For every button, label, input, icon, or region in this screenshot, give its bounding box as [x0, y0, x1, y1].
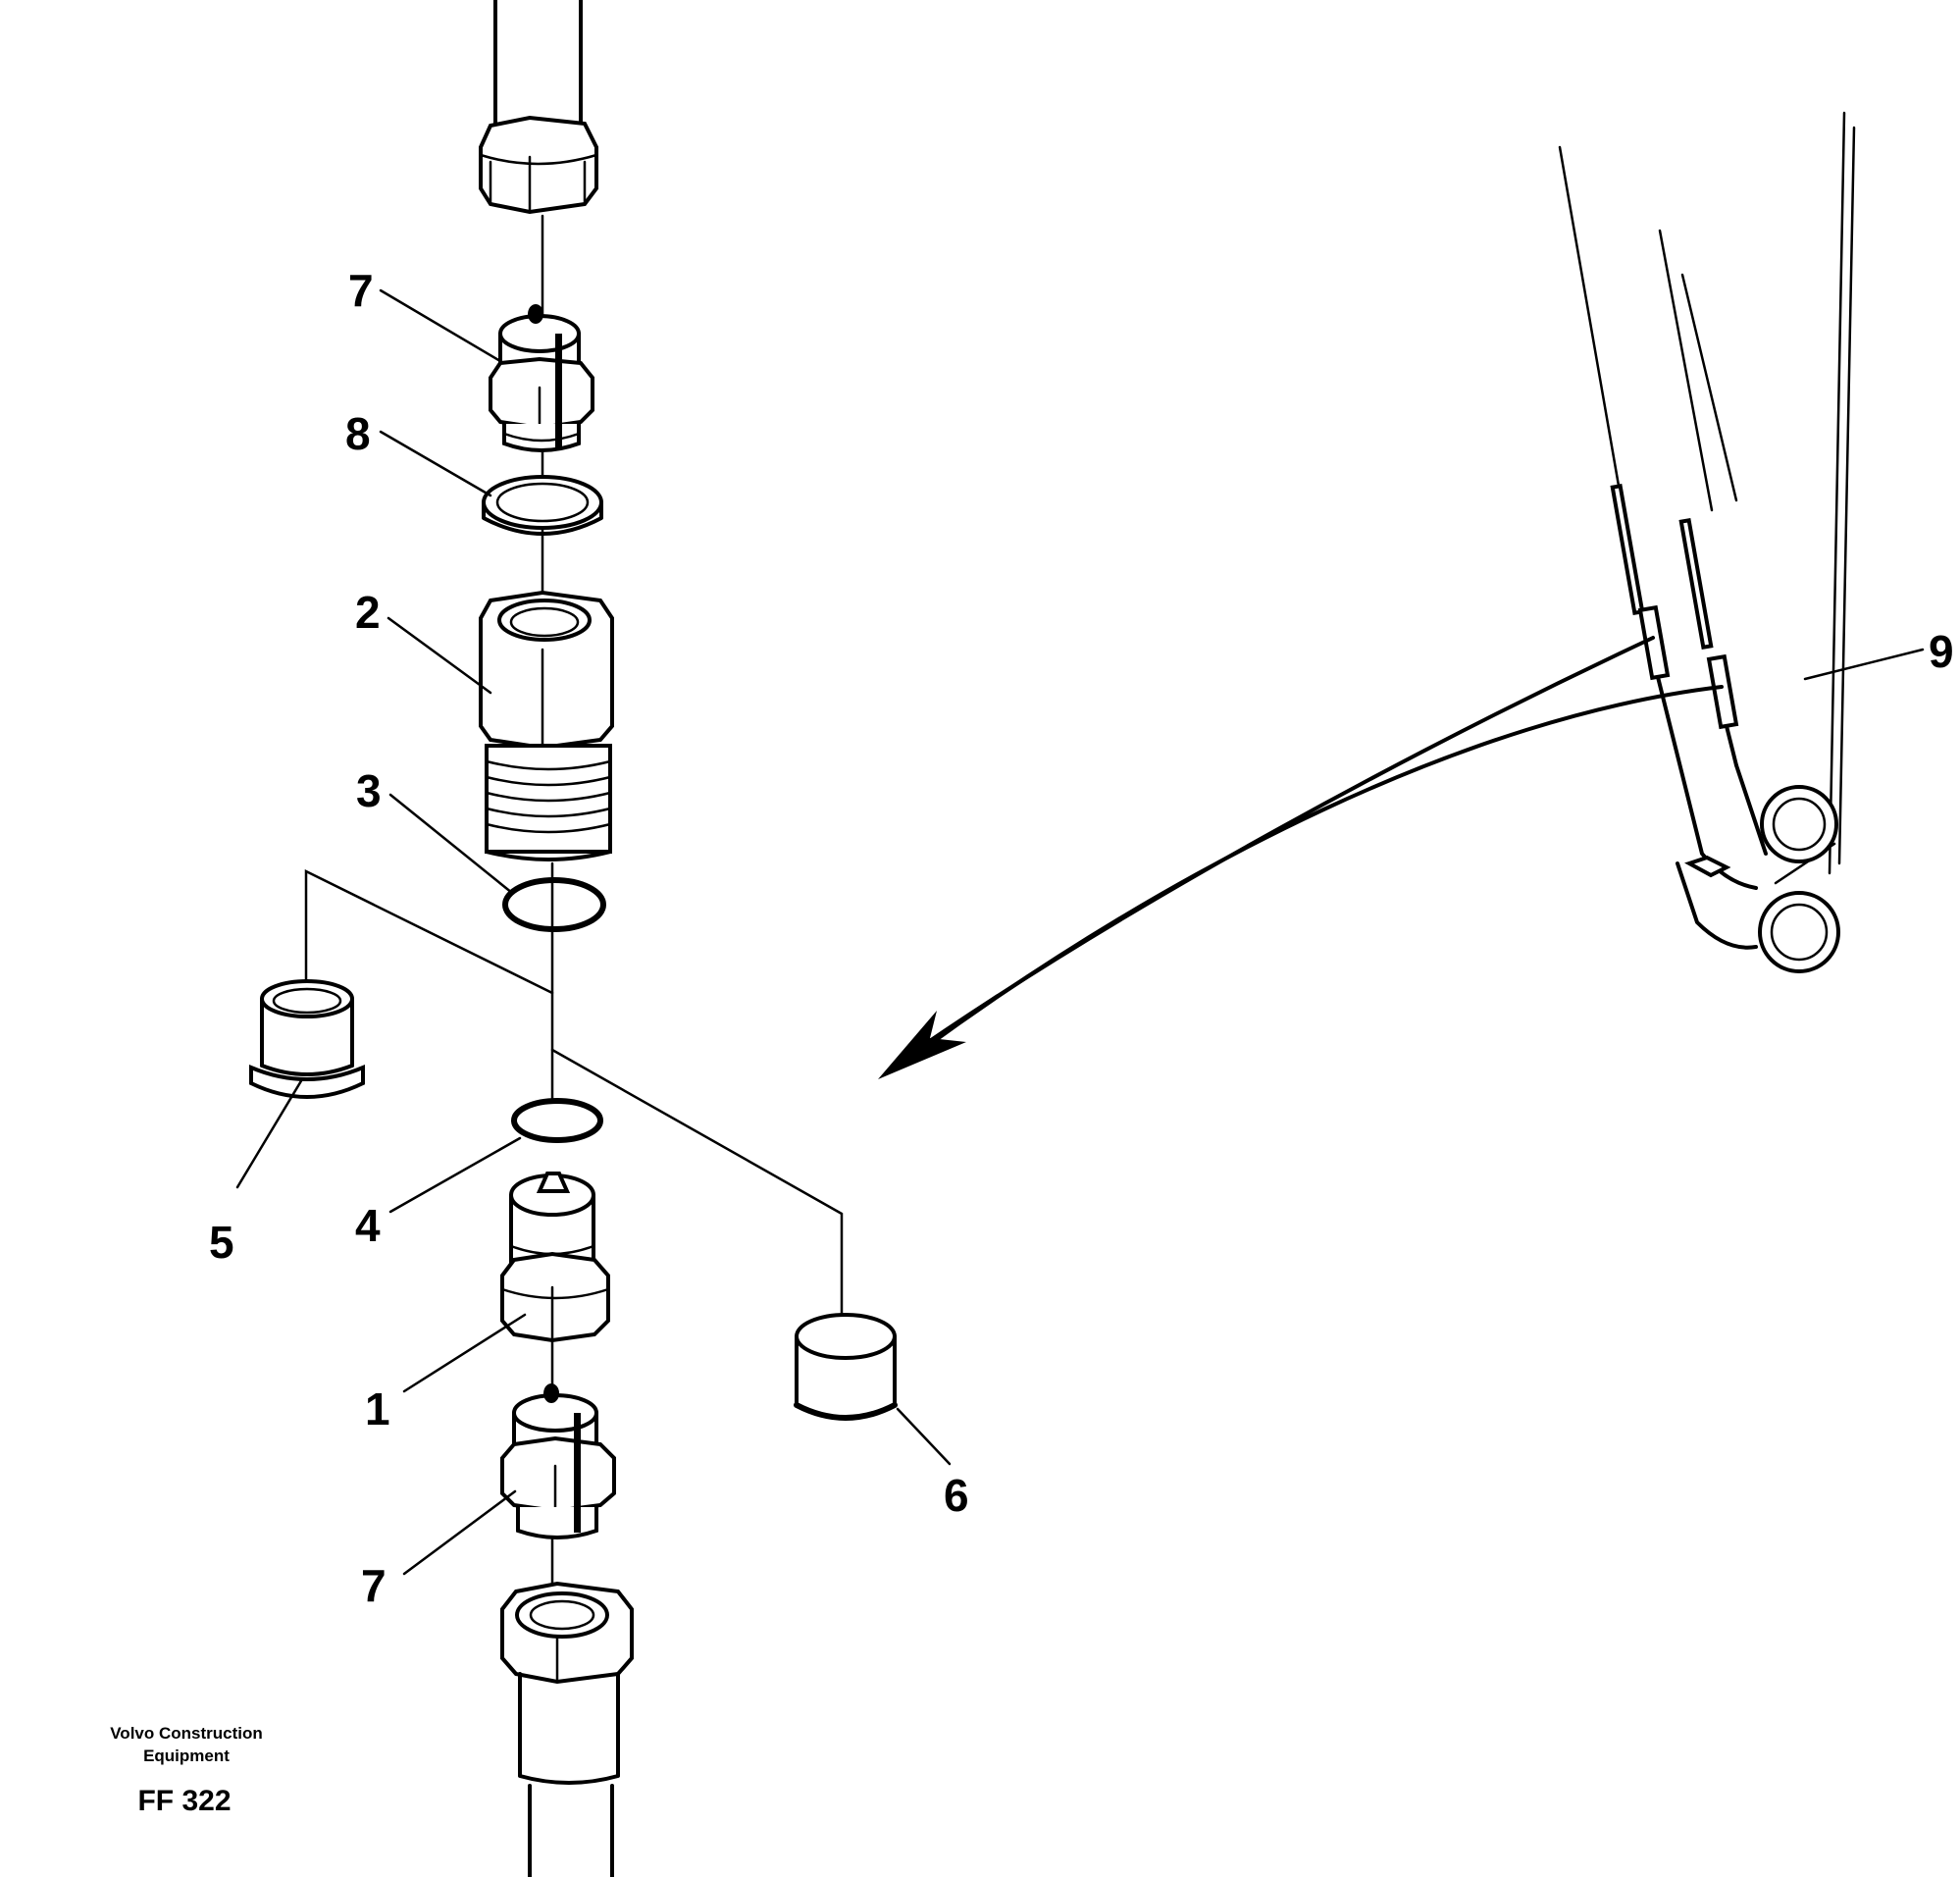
excavator-arm — [878, 111, 1856, 1079]
part-4-o-ring — [511, 1098, 603, 1143]
brand-line-1: Volvo Construction — [110, 1724, 263, 1743]
upper-hose — [479, 0, 598, 215]
callout-6: 6 — [944, 1470, 969, 1521]
callout-7-bottom: 7 — [361, 1560, 387, 1611]
callout-9: 9 — [1929, 626, 1954, 677]
callout-1: 1 — [365, 1383, 390, 1434]
part-6-cap — [794, 1313, 898, 1421]
figure-code: FF 322 — [137, 1785, 231, 1817]
callout-3: 3 — [356, 765, 382, 816]
callout-7-top: 7 — [348, 265, 374, 316]
part-1-coupling-plug — [500, 1172, 610, 1343]
part-3-o-ring — [502, 877, 606, 932]
part-7-top-fitting — [489, 304, 594, 452]
branch-lines — [304, 868, 844, 1317]
part-2-coupling-body — [479, 590, 614, 861]
brand-line-2: Equipment — [143, 1747, 230, 1765]
part-5-dust-cap — [249, 979, 365, 1099]
callout-2: 2 — [355, 587, 381, 638]
figure-footer: Volvo Construction Equipment FF 322 — [110, 1724, 263, 1817]
lower-hose — [500, 1581, 634, 1877]
part-8-seal-ring — [482, 475, 603, 536]
callout-labels: 7 8 2 3 5 4 1 6 7 9 — [209, 265, 1954, 1611]
callout-8: 8 — [345, 408, 371, 459]
part-7-bottom-fitting — [500, 1383, 616, 1539]
callout-4: 4 — [355, 1200, 381, 1251]
leader-lines — [235, 288, 1925, 1576]
callout-5: 5 — [209, 1217, 234, 1268]
